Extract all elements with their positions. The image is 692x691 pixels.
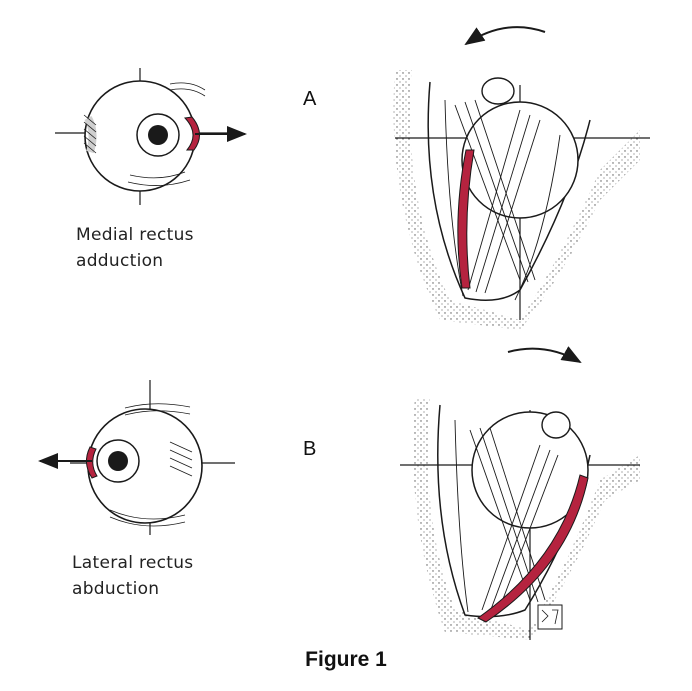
figure-caption: Figure 1 bbox=[305, 648, 387, 671]
rotation-arrow-left bbox=[464, 26, 546, 46]
caption-b-line1: Lateral rectus bbox=[72, 553, 194, 573]
artist-stamp bbox=[537, 604, 563, 630]
orbit-side-view-a bbox=[393, 26, 650, 330]
panel-letter-a: A bbox=[303, 88, 317, 110]
caption-b-line2: abduction bbox=[72, 579, 160, 599]
caption-a-line1: Medial rectus bbox=[76, 225, 194, 245]
eye-front-view-b bbox=[38, 380, 235, 535]
eye-front-view-a bbox=[55, 68, 247, 205]
caption-a-line2: adduction bbox=[76, 251, 164, 271]
orbit-side-view-b bbox=[400, 346, 640, 640]
rotation-arrow-right bbox=[507, 346, 582, 363]
panel-letter-b: B bbox=[303, 438, 317, 460]
